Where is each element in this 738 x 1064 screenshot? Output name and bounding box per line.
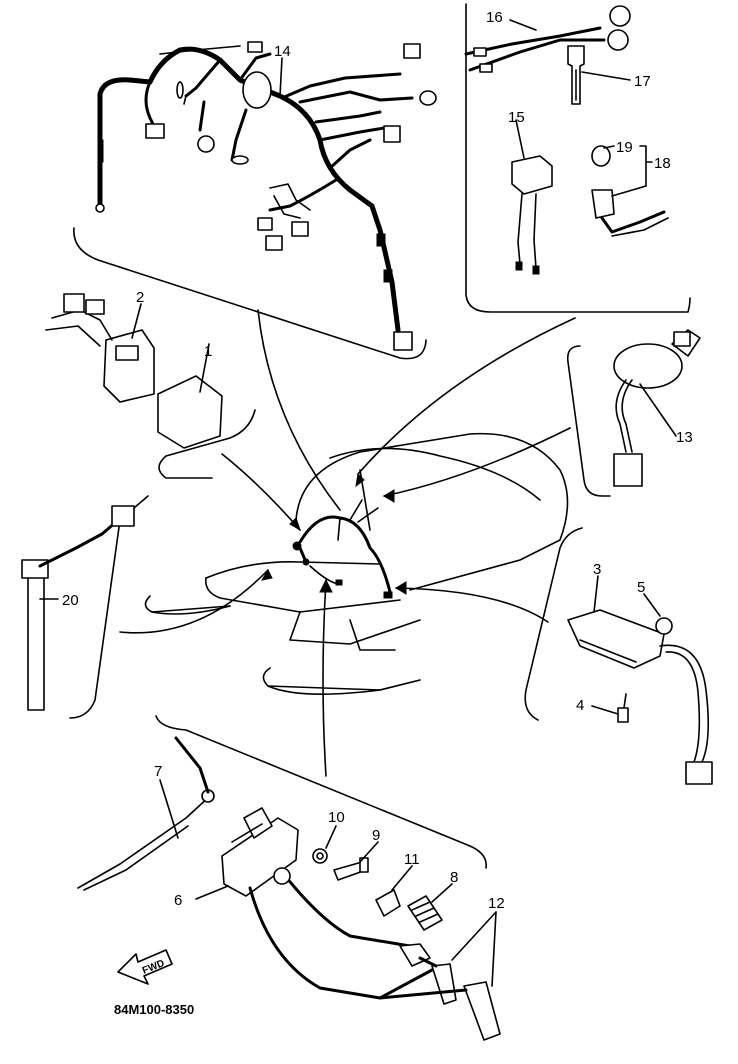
- snowmobile-outline: [144, 432, 569, 695]
- part-16-wire: [464, 5, 631, 73]
- part-13-key-switch: [613, 329, 701, 487]
- callout-6: 6: [174, 892, 182, 909]
- callout-11: 11: [404, 851, 420, 868]
- fwd-arrow: FWD: [117, 949, 173, 985]
- frame-wiring: [292, 499, 393, 599]
- part-7-lead: [77, 736, 215, 891]
- part-1-unit: [157, 375, 223, 449]
- callout-9: 9: [372, 827, 380, 844]
- callout-10: 10: [328, 809, 345, 826]
- callout-3: 3: [593, 561, 601, 578]
- callout-4: 4: [576, 697, 584, 714]
- callout-13: 13: [676, 429, 693, 446]
- callout-14: 14: [274, 43, 291, 60]
- leader-lines: [119, 309, 576, 777]
- part-20-sensor: [21, 505, 135, 711]
- callout-5: 5: [637, 579, 645, 596]
- part-17-tie: [567, 45, 585, 105]
- wire-harness-14: [95, 41, 437, 351]
- callout-19: 19: [616, 139, 633, 156]
- callout-numbers: 1 2 3 4 5 6 7 8 9 10 11 12 13 14 15 16 1…: [62, 9, 693, 912]
- callout-leaders: [39, 19, 677, 987]
- part-8-suppressor: [407, 895, 443, 931]
- part-6-coil: [221, 807, 434, 1000]
- callout-1: 1: [204, 343, 212, 360]
- fwd-arrow-icon: [117, 949, 173, 985]
- part-18-19-socket: [591, 145, 669, 237]
- callout-17: 17: [634, 73, 651, 90]
- part-10-washer: [312, 848, 328, 864]
- diagram-part-code: 84M100-8350: [114, 1002, 194, 1017]
- part-9-bolt: [333, 857, 369, 881]
- part-3-regulator: [567, 609, 713, 785]
- callout-15: 15: [508, 109, 525, 126]
- part-5-nut: [655, 617, 673, 635]
- callout-18: 18: [654, 155, 671, 172]
- part-11-clip: [375, 889, 401, 917]
- callout-8: 8: [450, 869, 458, 886]
- part-12-caps: [378, 943, 501, 1041]
- part-4-bolt: [617, 693, 629, 723]
- part-2-connector: [45, 293, 155, 403]
- callout-20: 20: [62, 592, 79, 609]
- callout-2: 2: [136, 289, 144, 306]
- callout-16: 16: [486, 9, 503, 26]
- callout-12: 12: [488, 895, 505, 912]
- part-15-relay: [511, 155, 553, 275]
- callout-7: 7: [154, 763, 162, 780]
